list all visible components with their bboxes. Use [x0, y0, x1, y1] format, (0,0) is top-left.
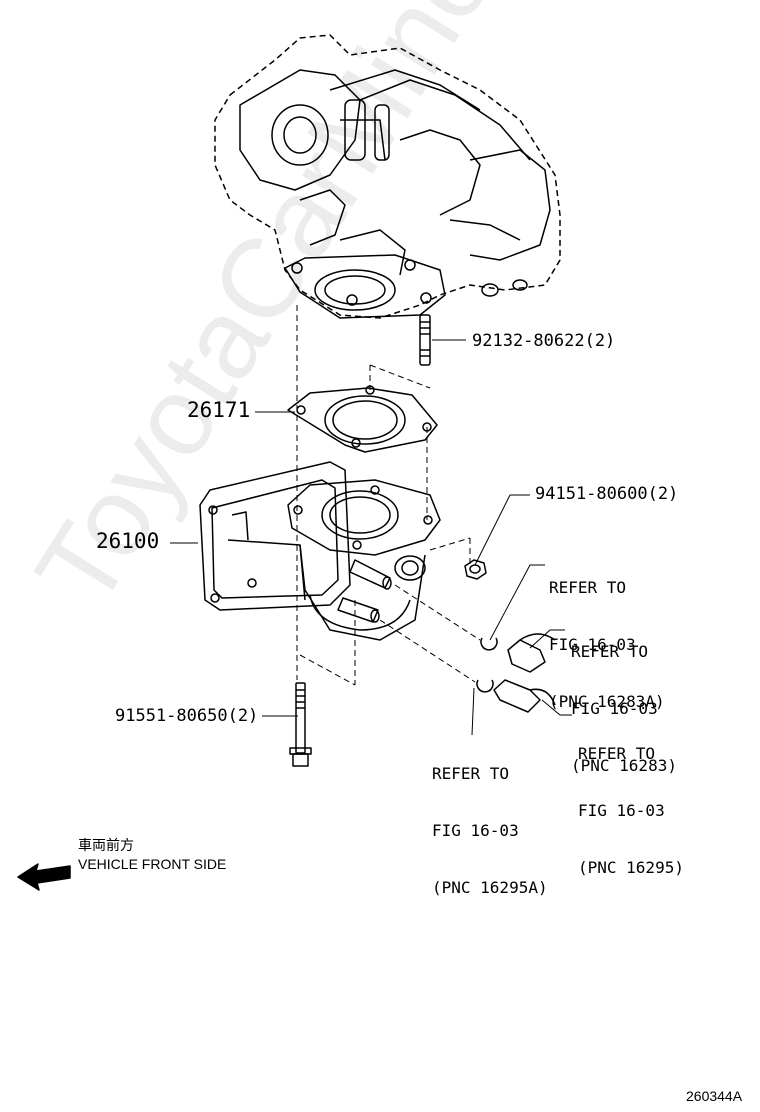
- part-label-throttle-body: 26100: [96, 529, 160, 553]
- hoses: [476, 633, 556, 713]
- reference-b-line-1: REFER TO: [571, 642, 649, 661]
- gasket: [287, 385, 438, 453]
- reference-note-a: REFER TO FIG 16-03 (PNC 16283A): [549, 540, 665, 749]
- reference-d-line-3: (PNC 16295): [578, 858, 684, 877]
- reference-a-line-3: (PNC 16283A): [549, 692, 665, 711]
- reference-b-line-3: (PNC 16283): [571, 756, 677, 775]
- reference-note-d: REFER TO FIG 16-03 (PNC 16295): [578, 706, 684, 915]
- leader-lines: [170, 339, 572, 736]
- part-label-bolt: 91551-80650(2): [115, 706, 259, 726]
- part-label-stud: 92132-80622(2): [472, 331, 616, 351]
- reference-note-b: REFER TO FIG 16-03 (PNC 16283): [571, 604, 677, 813]
- stud-bolt: [419, 314, 431, 366]
- reference-note-c: REFER TO FIG 16-03 (PNC 16295A): [432, 726, 548, 935]
- reference-c-line-3: (PNC 16295A): [432, 878, 548, 897]
- illustration-number: 260344A: [686, 1088, 743, 1104]
- assembly-lines: [296, 305, 481, 686]
- intake-manifold: [214, 34, 561, 319]
- direction-caption-english: VEHICLE FRONT SIDE: [78, 856, 227, 872]
- part-label-gasket: 26171: [187, 398, 251, 422]
- part-label-nut: 94151-80600(2): [535, 484, 679, 504]
- front-direction-arrow: [17, 863, 71, 891]
- reference-b-line-2: FIG 16-03: [571, 699, 658, 718]
- reference-c-line-1: REFER TO: [432, 764, 510, 783]
- direction-caption-japanese: 車両前方: [78, 837, 134, 853]
- reference-a-line-2: FIG 16-03: [549, 635, 636, 654]
- reference-d-line-1: REFER TO: [578, 744, 656, 763]
- reference-c-line-2: FIG 16-03: [432, 821, 519, 840]
- reference-a-line-1: REFER TO: [549, 578, 627, 597]
- reference-d-line-2: FIG 16-03: [578, 801, 665, 820]
- throttle-body: [199, 461, 441, 641]
- flange-nut: [464, 559, 487, 580]
- flange-bolt: [289, 682, 312, 767]
